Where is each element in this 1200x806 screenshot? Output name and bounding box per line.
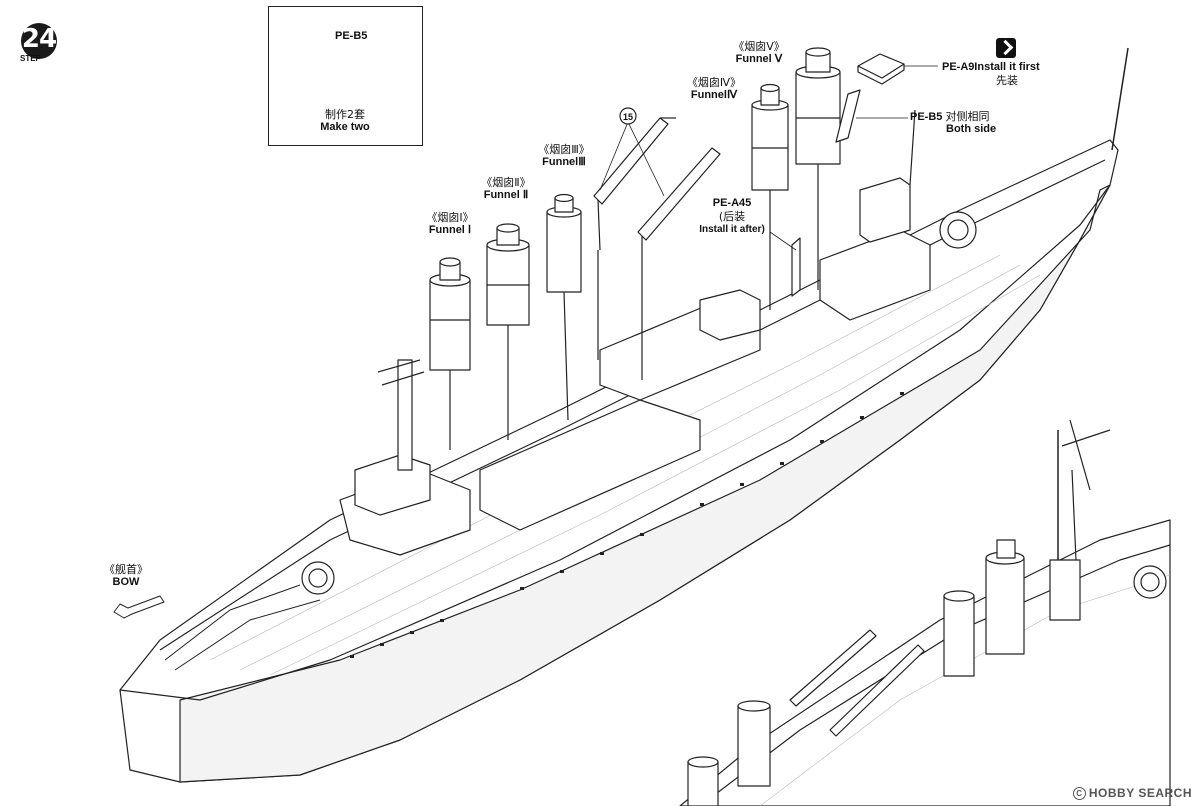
- part-a9-code: PE-A9: [942, 61, 975, 73]
- platform-a9-drawing: [857, 53, 938, 85]
- bow-label-en: BOW: [112, 576, 140, 588]
- copyright-icon: C: [1072, 787, 1086, 800]
- funnel-3-drawing: [546, 193, 582, 421]
- funnel-4-drawing: [751, 83, 789, 310]
- ladder-b5-drawing: [835, 89, 908, 143]
- funnel-1-label-en: Funnel Ⅰ: [428, 224, 472, 236]
- callout-15-circle: [619, 107, 637, 125]
- deck-edge: [119, 184, 1111, 701]
- funnel-5-label: 《烟囱Ⅴ》 Funnel Ⅴ: [722, 40, 796, 66]
- funnel-3-label-en: FunnelⅢ: [542, 156, 586, 168]
- inset-note: 制作2套 Make two: [310, 108, 380, 134]
- step-badge-icon: [21, 23, 57, 59]
- bow-label-zh: 《舰首》: [104, 563, 148, 576]
- funnel-5-drawing: [795, 47, 841, 290]
- part-a9-note: Install it first 先装: [972, 61, 1042, 87]
- inset-note-en: Make two: [320, 121, 370, 133]
- funnel-4-label-en: FunnelⅣ: [690, 89, 738, 101]
- bow-label: 《舰首》 BOW: [96, 563, 156, 589]
- step-word: STEP: [20, 54, 41, 63]
- funnel-1-label: 《烟囱Ⅰ》 Funnel Ⅰ: [414, 211, 486, 237]
- part-a9-note-en: Install it first: [974, 61, 1040, 73]
- crane-left-drawing: [593, 117, 676, 360]
- step-number: 24: [21, 24, 57, 54]
- part-a45-en: Install it after): [699, 224, 765, 235]
- ladder-a45-drawing: [769, 231, 801, 297]
- part-a45-label: PE-A45 (后装 Install it after): [694, 197, 770, 236]
- funnel-3-label-zh: 《烟囱Ⅲ》: [538, 143, 590, 156]
- part-b5-code: PE-B5: [910, 111, 943, 123]
- crane-right-drawing: [637, 147, 721, 380]
- inset-note-zh: 制作2套: [325, 108, 365, 121]
- watermark-text: HOBBY SEARCH: [1088, 785, 1192, 800]
- funnel-2-label-en: Funnel Ⅱ: [483, 189, 529, 201]
- funnel-3-label: 《烟囱Ⅲ》 FunnelⅢ: [526, 143, 602, 169]
- inset-panel: [268, 6, 423, 146]
- funnel-1-label-zh: 《烟囱Ⅰ》: [426, 211, 474, 224]
- funnel-2-label: 《烟囱Ⅱ》 Funnel Ⅱ: [470, 176, 542, 202]
- funnel-2-label-zh: 《烟囱Ⅱ》: [481, 176, 531, 189]
- funnel-1-drawing: [429, 257, 471, 450]
- funnel-5-label-en: Funnel Ⅴ: [735, 53, 783, 65]
- part-a45-zh: (后装: [718, 210, 746, 223]
- funnel-4-label: 《烟囱Ⅳ》 FunnelⅣ: [676, 76, 752, 102]
- part-a9-note-zh: 先装: [996, 74, 1018, 87]
- funnel-2-drawing: [486, 223, 530, 440]
- inset-part-code: PE-B5: [335, 30, 368, 42]
- funnel-5-label-zh: 《烟囱Ⅴ》: [733, 40, 785, 53]
- part-b5-label: PE-B5 对侧相同: [910, 110, 989, 124]
- part-a45-code: PE-A45: [712, 197, 752, 209]
- install-first-icon: [996, 38, 1016, 58]
- funnel-4-label-zh: 《烟囱Ⅳ》: [686, 76, 742, 89]
- detail-view-drawing: [679, 419, 1171, 806]
- bow-arrow: [113, 595, 165, 619]
- callout-15-label: 15: [623, 112, 633, 122]
- part-b5-en: Both side: [946, 123, 997, 135]
- step-badge: 24 STEP: [18, 22, 60, 64]
- part-b5-zh: 对侧相同: [945, 110, 990, 123]
